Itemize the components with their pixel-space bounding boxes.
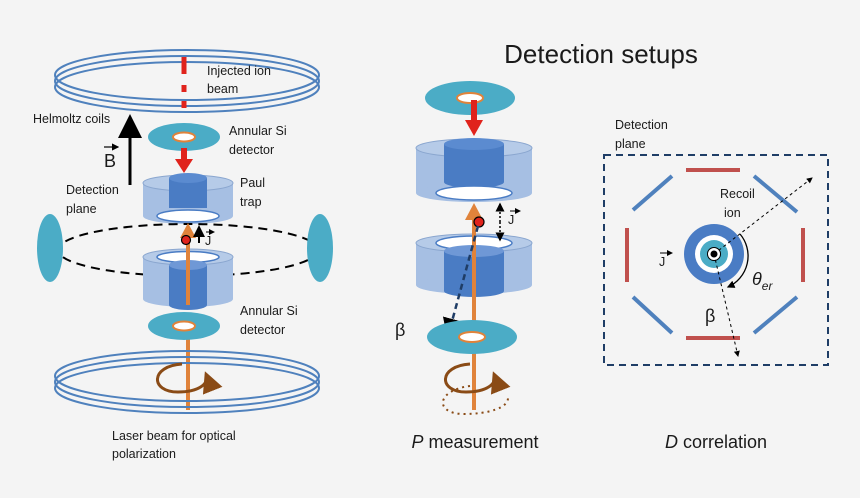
circular-polarization-arrow <box>156 362 223 395</box>
theta-er-arc <box>726 233 749 288</box>
detector-bar-bottom-left <box>631 295 674 335</box>
middle-polarization-dotted-arrow <box>442 385 509 416</box>
right-setup: Detection plane Recoil ion J <box>603 118 829 452</box>
annular-si-detector-bottom <box>148 312 220 340</box>
b-field-label: B <box>104 151 116 171</box>
middle-laser-arrowhead <box>465 203 483 220</box>
injected-ion-beam-label-1: Injected ion <box>207 64 271 78</box>
page-title: Detection setups <box>504 39 698 69</box>
middle-beta-label: β <box>395 320 405 340</box>
right-beta-label: β <box>705 306 715 326</box>
middle-setup: J β P measurement <box>395 81 539 452</box>
annular-si-top-label-1: Annular Si <box>229 124 287 138</box>
paul-trap-label-1: Paul <box>240 176 265 190</box>
laser-arrowhead <box>180 223 196 238</box>
middle-caption: P measurement <box>411 432 538 452</box>
annular-si-bottom-label-1: Annular Si <box>240 304 298 318</box>
detection-plane-label-2: plane <box>66 202 97 216</box>
side-detector-right <box>307 214 333 282</box>
side-detector-left <box>37 214 63 282</box>
helmholtz-coil-bottom <box>54 350 320 414</box>
detection-plane-label-1: Detection <box>66 183 119 197</box>
theta-er-label: θer <box>752 269 773 293</box>
right-j-label: J <box>659 255 665 269</box>
detector-bar-top-right <box>752 174 799 214</box>
trapped-ion <box>180 234 192 246</box>
middle-trapped-ion <box>473 216 485 228</box>
middle-j-label: J <box>508 213 514 227</box>
recoil-ion-label-1: Recoil <box>720 187 755 201</box>
paul-trap-label-2: trap <box>240 195 262 209</box>
laser-beam-label-2: polarization <box>112 447 176 461</box>
middle-polarization-arrow <box>444 362 511 395</box>
annular-si-detector-top <box>148 123 220 151</box>
detector-bar-bottom-right <box>752 295 799 335</box>
annular-si-top-label-2: detector <box>229 143 274 157</box>
right-detection-plane-label-2: plane <box>615 137 646 151</box>
middle-trap-upper <box>415 138 533 202</box>
recoil-ion-direction-arrow <box>713 177 813 255</box>
j-vector-label: J <box>205 234 211 248</box>
detection-plane-frame <box>603 154 829 366</box>
middle-beta-trajectory <box>442 225 480 339</box>
detector-bar-top-left <box>631 174 674 212</box>
ion-beam-arrowhead <box>175 159 193 173</box>
helmholtz-coil-top <box>54 49 320 113</box>
recoil-ion-label-2: ion <box>724 206 741 220</box>
right-caption: D correlation <box>665 432 767 452</box>
laser-beam-label-1: Laser beam for optical <box>112 429 236 443</box>
middle-detector-bottom <box>427 320 517 354</box>
annular-si-bottom-label-2: detector <box>240 323 285 337</box>
octagon-detectors <box>625 168 805 340</box>
middle-ion-beam-arrowhead <box>465 120 483 136</box>
right-detection-plane-label-1: Detection <box>615 118 668 132</box>
left-setup: Injected ion beam Helmoltz coils B Annul… <box>33 49 333 461</box>
injected-ion-beam-label-2: beam <box>207 82 238 96</box>
helmoltz-coils-label: Helmoltz coils <box>33 112 110 126</box>
paul-trap-upper-electrode <box>142 173 234 224</box>
middle-detector-top <box>425 81 515 115</box>
